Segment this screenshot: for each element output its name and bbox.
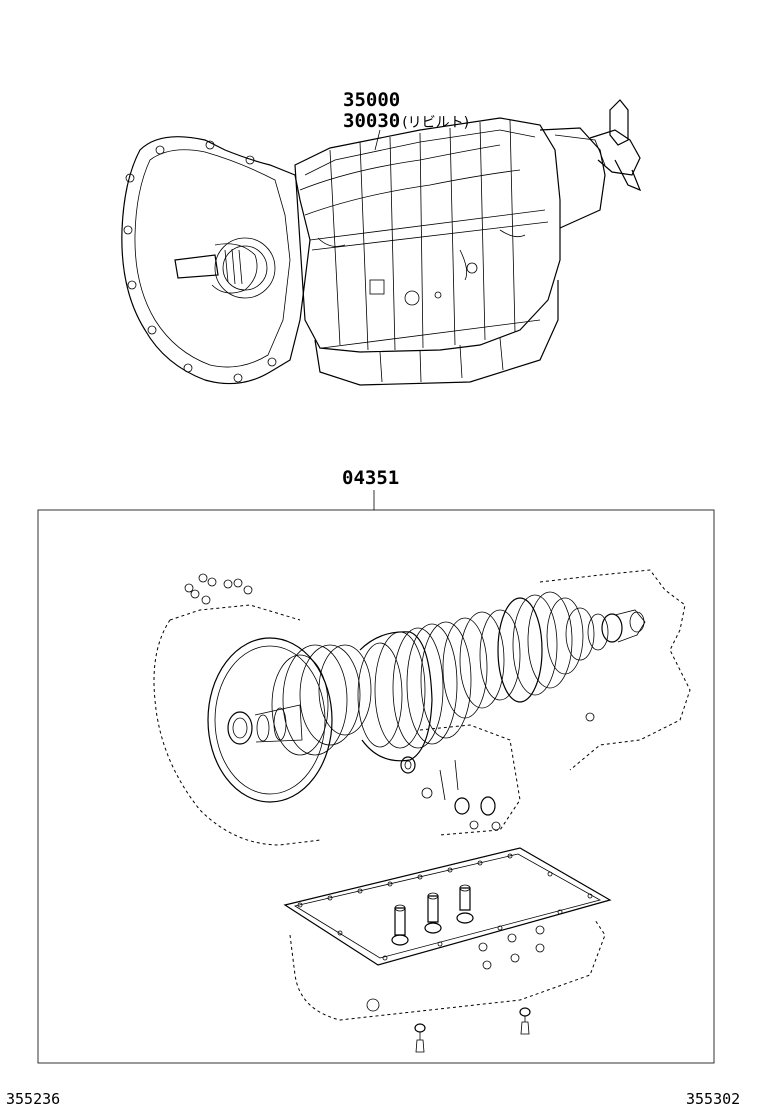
- rebuilt-note: (リビルト): [402, 115, 469, 131]
- assembly-leader-line: [374, 129, 381, 151]
- rebuilt-part-number[interactable]: 30030(リビルト): [343, 110, 469, 132]
- overhaul-kit-part-number[interactable]: 04351: [342, 467, 399, 489]
- footer-left-ref: 355236: [6, 1090, 60, 1108]
- rebuilt-part-code: 30030: [343, 110, 400, 132]
- assembly-part-number[interactable]: 35000: [343, 89, 400, 111]
- footer-right-ref: 355302: [686, 1090, 740, 1108]
- transmission-assembly-icon[interactable]: [121, 99, 642, 386]
- overhaul-kit-frame: [37, 509, 715, 1064]
- overhaul-kit-icon[interactable]: [153, 569, 691, 1053]
